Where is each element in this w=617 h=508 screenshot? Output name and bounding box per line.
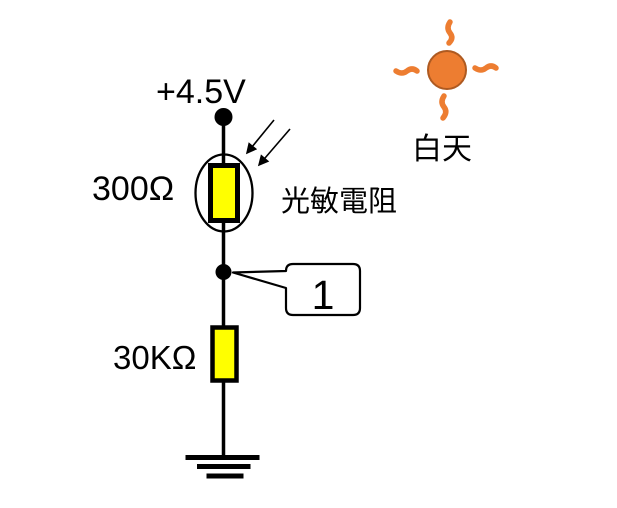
supply-voltage-label: +4.5V — [156, 73, 246, 111]
photoresistor-body — [208, 163, 240, 223]
sun-ray-right — [472, 63, 499, 73]
node-callout-label: 1 — [312, 272, 335, 318]
sun-ray-left — [393, 66, 420, 76]
sun-ray-top — [445, 19, 455, 46]
sun-icon — [393, 19, 499, 121]
photoresistor-name-label: 光敏電阻 — [281, 185, 397, 218]
light-arrow-2 — [257, 128, 291, 167]
node-callout-bubble — [231, 262, 362, 317]
photoresistor-resistance-label: 300Ω — [92, 170, 174, 208]
light-rays-arrows-icon — [245, 119, 291, 167]
fixed-resistor-resistance-label: 30KΩ — [113, 339, 196, 376]
light-arrow-1 — [245, 119, 275, 155]
condition-label: 白天 — [412, 133, 472, 166]
sun-disc — [427, 50, 467, 90]
fixed-resistor-body — [210, 325, 239, 383]
node-callout: 1 — [231, 262, 362, 318]
sun-ray-bottom — [439, 93, 449, 121]
ground-icon — [185, 455, 260, 479]
photoresistor-symbol — [194, 153, 254, 233]
